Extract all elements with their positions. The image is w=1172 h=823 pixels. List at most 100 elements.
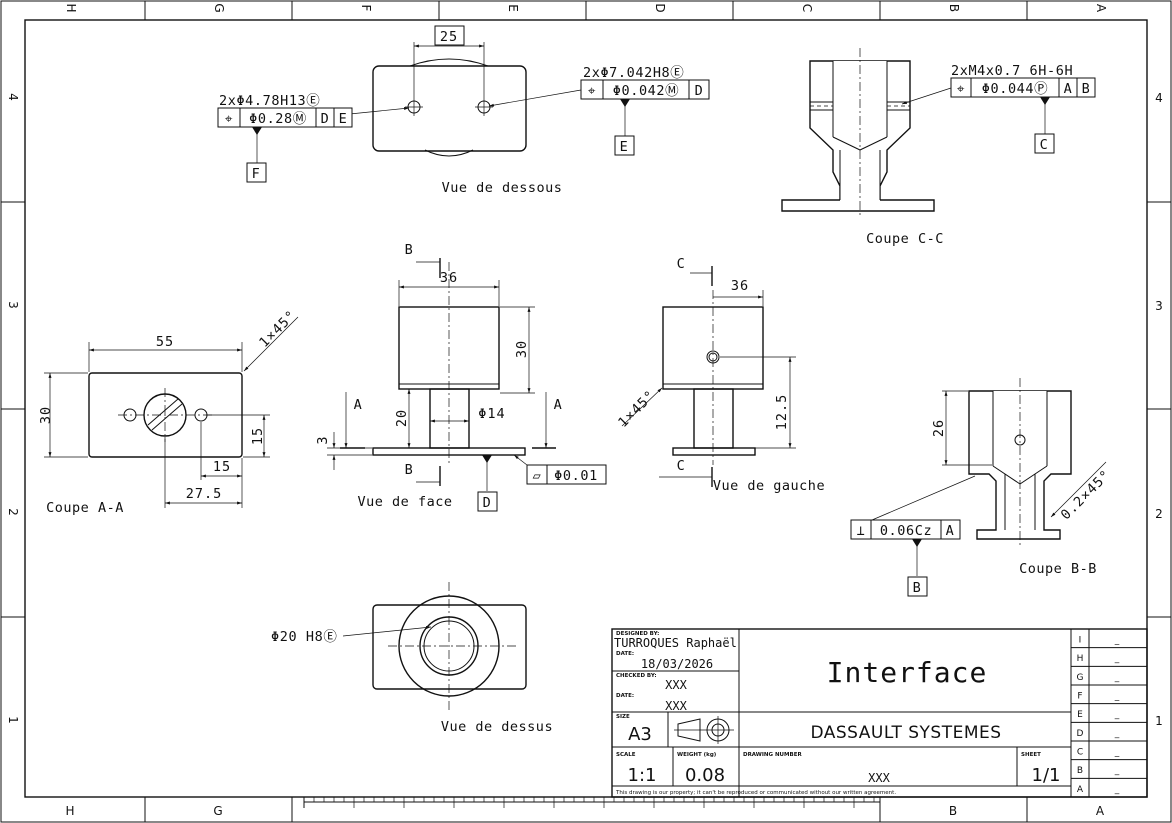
drawing-number-value: XXX bbox=[868, 771, 890, 785]
sheet-size: A3 bbox=[628, 724, 652, 745]
zone-right-2: 2 bbox=[1155, 507, 1163, 521]
zone-right-4: 4 bbox=[1155, 91, 1163, 105]
disclaimer: This drawing is our property; it can't b… bbox=[615, 790, 896, 796]
company-name: DASSAULT SYSTEMES bbox=[810, 723, 1001, 743]
designed-by-label: DESIGNED BY: bbox=[616, 631, 659, 637]
zone-right-1: 1 bbox=[1155, 714, 1163, 728]
scale-value: 1:1 bbox=[628, 765, 657, 786]
design-date: 18/03/2026 bbox=[641, 657, 713, 671]
zone-bottom-b: B bbox=[949, 804, 957, 818]
zone-top-c: C bbox=[800, 4, 814, 12]
dim-width-36: 36 bbox=[440, 270, 458, 286]
dim-flange-3: 3 bbox=[315, 435, 331, 444]
revision-value: _ bbox=[1114, 766, 1120, 776]
section-b-top: B bbox=[405, 242, 414, 258]
datum-ref-b: B bbox=[1082, 81, 1091, 97]
revision-value: _ bbox=[1114, 654, 1120, 664]
zone-left-1: 1 bbox=[6, 716, 20, 724]
zone-left-4: 4 bbox=[6, 93, 20, 101]
checked-by-label: CHECKED BY: bbox=[616, 673, 657, 679]
date-label: DATE: bbox=[616, 651, 634, 657]
dim-spacing-25: 25 bbox=[440, 29, 458, 45]
label-vue-de-dessous: Vue de dessous bbox=[442, 180, 563, 196]
label-vue-de-gauche: Vue de gauche bbox=[713, 478, 825, 494]
datum-b: B bbox=[913, 580, 922, 596]
zone-top-f: F bbox=[359, 5, 373, 12]
datum-ref-d: D bbox=[321, 111, 330, 127]
dim-chamfer-0-2x45: 0.2×45° bbox=[1058, 467, 1115, 524]
revision-letter: A bbox=[1077, 785, 1084, 795]
revision-value: _ bbox=[1114, 673, 1120, 683]
tolerance-0-28: Φ0.28Ⓜ bbox=[249, 111, 307, 127]
zone-top-h: H bbox=[64, 3, 78, 12]
dim-height-30-b: 30 bbox=[514, 340, 530, 358]
dim-height-26: 26 bbox=[931, 419, 947, 437]
date2-value: XXX bbox=[665, 699, 687, 713]
dim-half-width-36: 36 bbox=[731, 278, 749, 294]
zone-labels: H G F E D C B A H G B A 4 3 2 1 4 3 2 1 bbox=[6, 3, 1163, 818]
zone-bottom-a: A bbox=[1096, 804, 1105, 818]
zone-left-2: 2 bbox=[6, 508, 20, 516]
zone-right-3: 3 bbox=[1155, 299, 1163, 313]
scale-label: SCALE bbox=[616, 752, 636, 758]
revision-letter: I bbox=[1079, 635, 1082, 645]
dim-stem-20: 20 bbox=[394, 409, 410, 427]
zone-top-d: D bbox=[653, 3, 667, 12]
weight-label: WEIGHT (kg) bbox=[677, 752, 717, 758]
sheet-label: SHEET bbox=[1021, 752, 1041, 758]
section-a-right: A bbox=[554, 397, 563, 413]
position-symbol-3: ⌖ bbox=[957, 81, 965, 97]
callout-hole-4-78: 2xΦ4.78H13Ⓔ bbox=[219, 93, 320, 109]
designer-name: TURROQUES Raphaël bbox=[614, 636, 737, 650]
dim-overall-27-5: 27.5 bbox=[186, 486, 223, 502]
label-coupe-a-a: Coupe A-A bbox=[46, 500, 124, 516]
label-vue-de-dessus: Vue de dessus bbox=[441, 719, 553, 735]
callout-thread-m4: 2xM4x0.7 6H-6H bbox=[951, 63, 1073, 79]
zone-bottom-g: G bbox=[213, 804, 222, 818]
section-b-bottom: B bbox=[405, 462, 414, 478]
datum-ref-a-2: A bbox=[946, 523, 955, 539]
revision-value: _ bbox=[1114, 635, 1120, 645]
drawing-number-label: DRAWING NUMBER bbox=[743, 752, 802, 758]
section-a-left: A bbox=[354, 397, 363, 413]
projection-icon bbox=[674, 716, 734, 744]
datum-ref-e: E bbox=[339, 111, 348, 127]
perpendicularity-symbol: ⊥ bbox=[857, 523, 866, 539]
view-vue-de-gauche: C C 36 12.5 1×45° Vue de gauche bbox=[615, 256, 825, 494]
revision-value: _ bbox=[1114, 710, 1120, 720]
view-vue-de-dessus: Φ20 H8Ⓔ Vue de dessus bbox=[271, 582, 553, 735]
title-block: DESIGNED BY: TURROQUES Raphaël DATE: 18/… bbox=[611, 628, 1148, 798]
view-vue-de-dessous: 25 Vue de dessous 2xΦ4.78H13Ⓔ ⌖ Φ0.28Ⓜ D… bbox=[217, 25, 710, 196]
datum-f: F bbox=[252, 166, 261, 182]
zone-left-3: 3 bbox=[6, 301, 20, 309]
dim-chamfer-1x45: 1×45° bbox=[256, 307, 300, 351]
position-symbol: ⌖ bbox=[225, 111, 233, 127]
callout-bore-20: Φ20 H8Ⓔ bbox=[271, 629, 337, 645]
revision-letter: H bbox=[1077, 654, 1084, 664]
datum-c: C bbox=[1040, 137, 1049, 153]
checked-by-value: XXX bbox=[665, 678, 687, 692]
tolerance-0-044: Φ0.044Ⓟ bbox=[982, 81, 1048, 97]
sheet-value: 1/1 bbox=[1032, 765, 1061, 786]
position-symbol-2: ⌖ bbox=[588, 83, 596, 99]
view-coupe-c-c: Coupe C-C 2xM4x0.7 6H-6H ⌖ Φ0.044Ⓟ A B C bbox=[781, 48, 1096, 247]
datum-d: D bbox=[483, 495, 492, 511]
dim-width-55: 55 bbox=[156, 334, 174, 350]
tolerance-0-01: Φ0.01 bbox=[554, 468, 598, 484]
dim-offset-15-y: 15 bbox=[250, 427, 266, 445]
drawing-title: Interface bbox=[827, 656, 988, 689]
dim-chamfer-1x45-b: 1×45° bbox=[615, 387, 659, 431]
zone-bottom-h: H bbox=[65, 804, 74, 818]
revision-value: _ bbox=[1114, 691, 1120, 701]
revision-letter: F bbox=[1077, 691, 1082, 701]
revision-value: _ bbox=[1114, 729, 1120, 739]
tolerance-0-042: Φ0.042Ⓜ bbox=[613, 83, 679, 99]
revision-value: _ bbox=[1114, 747, 1120, 757]
callout-hole-7-042: 2xΦ7.042H8Ⓔ bbox=[583, 65, 684, 81]
flatness-symbol: ▱ bbox=[533, 468, 542, 484]
zone-top-b: B bbox=[947, 4, 961, 12]
datum-ref-a: A bbox=[1064, 81, 1073, 97]
section-c-top: C bbox=[677, 256, 686, 272]
